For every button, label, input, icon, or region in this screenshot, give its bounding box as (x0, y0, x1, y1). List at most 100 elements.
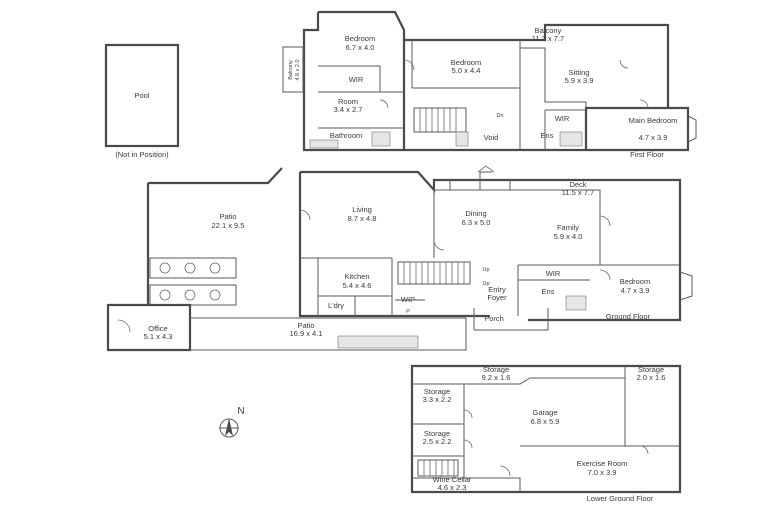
lower-ground-floor: Storage 9.2 x 1.6 Storage 2.0 x 1.6 Stor… (410, 364, 682, 503)
gf-service-walls (317, 258, 425, 316)
ff-bathtub (309, 139, 339, 149)
ff-room-label: Bathroom (330, 131, 363, 140)
ff-staircase (413, 107, 467, 133)
gf-room-dim: 5.1 x 4.3 (144, 332, 173, 341)
lg-outer-walls (410, 364, 682, 494)
ff-room-label: Void (484, 133, 499, 142)
ff-room-label: Balcony (535, 26, 562, 35)
gf-lower-patio-outline (190, 317, 467, 351)
gf-room-label: Patio (219, 212, 236, 221)
gf-office-door (117, 319, 131, 333)
gf-room-label: Office (148, 324, 167, 333)
ff-room-dim: 11.2 x 7.7 (532, 34, 564, 43)
gf-room-label: Ens (542, 287, 555, 296)
ff-room-label: Balcony (288, 60, 294, 80)
lg-room-label: Storage (424, 429, 450, 438)
gf-bay-window (679, 271, 693, 301)
ff-room-label: WIR (555, 114, 570, 123)
ff-room-dim: 5.0 x 4.4 (452, 66, 481, 75)
gf-deck-lines (449, 171, 511, 190)
gf-lower-patio-planter (337, 335, 419, 349)
gf-north-east-walls (300, 170, 682, 322)
compass-label: N (237, 406, 244, 417)
north-arrow-icon: N (219, 406, 245, 438)
ff-room-label: WIR (349, 75, 364, 84)
gf-room-label: WIP (401, 295, 415, 304)
first-floor-title: First Floor (630, 150, 664, 159)
ground-floor-title: Ground Floor (606, 312, 651, 321)
ground-floor: Patio 22.1 x 9.5 Living 8.7 x 4.8 Dining… (106, 165, 693, 352)
lg-room-label: Wine Cellar (433, 475, 472, 484)
lg-inner-walls (412, 366, 680, 492)
gf-stair-up-label: Up (482, 267, 489, 273)
gf-room-label: L'dry (328, 301, 344, 310)
lg-room-dim: 7.0 x 3.9 (588, 468, 617, 477)
ff-room-dim: 6.7 x 4.0 (346, 43, 375, 52)
pool-label: Pool (134, 91, 149, 100)
pool-note: (Not in Position) (115, 150, 169, 159)
lg-room-label: Storage (483, 365, 509, 374)
lg-room-dim: 4.6 x 2.3 (438, 483, 467, 492)
ff-partitions (318, 65, 586, 150)
lg-staircase (417, 459, 459, 477)
gf-room-dim: 6.3 x 5.0 (462, 218, 491, 227)
lg-room-dim: 2.5 x 2.2 (423, 437, 452, 446)
lg-room-dim: 6.8 x 5.9 (531, 417, 560, 426)
ff-shower-2 (559, 131, 583, 147)
gf-door-swings (299, 209, 611, 281)
ff-room-dim: 4.7 x 3.9 (639, 133, 668, 142)
ff-south-walls (404, 106, 690, 152)
ff-room-dim: 3.4 x 2.7 (334, 105, 363, 114)
ff-room-label: Bedroom (345, 34, 375, 43)
gf-room-dim: 8.7 x 4.8 (348, 214, 377, 223)
gf-room-label: Living (352, 205, 372, 214)
lower-ground-floor-title: Lower Ground Floor (587, 494, 654, 503)
ff-west-block-walls (302, 10, 406, 152)
gf-room-dim: 16.9 x 4.1 (290, 329, 323, 338)
ff-shower-3 (455, 131, 469, 147)
ff-north-walls (404, 23, 670, 108)
ff-inner-walls (411, 40, 587, 108)
ff-door-swings (379, 59, 649, 109)
lg-room-dim: 3.3 x 2.2 (423, 395, 452, 404)
ff-room-label: Sitting (569, 68, 590, 77)
ff-room-dim: 4.8 x 2.0 (295, 59, 301, 80)
ff-shower-1 (371, 131, 391, 147)
gf-room-dim: 22.1 x 9.5 (212, 221, 245, 230)
lg-room-label: Exercise Room (577, 459, 628, 468)
gf-room-label: Bedroom (620, 277, 650, 286)
ff-room-dim: 5.9 x 3.9 (565, 76, 594, 85)
gf-room-label: Kitchen (344, 272, 369, 281)
gf-patio-outline (146, 167, 283, 305)
gf-room-dim: 5.9 x 4.0 (554, 232, 583, 241)
gf-room-label: P (406, 309, 410, 315)
gf-room-dim: 5.4 x 4.6 (343, 281, 372, 290)
ff-room-label: Main Bedroom (629, 116, 678, 125)
gf-room-label: Deck (569, 180, 586, 189)
lg-room-dim: 9.2 x 1.6 (482, 373, 511, 382)
lg-door-swings (463, 409, 649, 477)
ff-bay-window (687, 115, 697, 143)
gf-stair-up-label-2: Up (482, 281, 489, 287)
gf-room-label: Foyer (487, 293, 507, 302)
gf-deck-arrow (477, 165, 495, 173)
gf-porch-outline (473, 308, 549, 331)
gf-ens-shower (565, 295, 587, 311)
ff-room-label: Room (338, 97, 358, 106)
gf-room-label: Family (557, 223, 579, 232)
ff-room-label: Ens (541, 131, 554, 140)
ff-stair-dn-label: Dn (496, 113, 503, 119)
gf-room-label: Dining (465, 209, 486, 218)
pool-outline (104, 43, 180, 148)
ff-side-balcony-outline (282, 46, 304, 93)
gf-inner-walls (300, 189, 680, 316)
ff-room-label: Bedroom (451, 58, 481, 67)
gf-staircase (397, 261, 471, 285)
first-floor: Bedroom 6.7 x 4.0 Balcony 4.8 x 2.0 WIR … (282, 10, 697, 159)
gf-room-label: Patio (297, 321, 314, 330)
lg-room-label: Garage (532, 408, 557, 417)
gf-west-south-walls (298, 172, 490, 318)
gf-planters (149, 257, 237, 306)
lg-room-label: Storage (424, 387, 450, 396)
